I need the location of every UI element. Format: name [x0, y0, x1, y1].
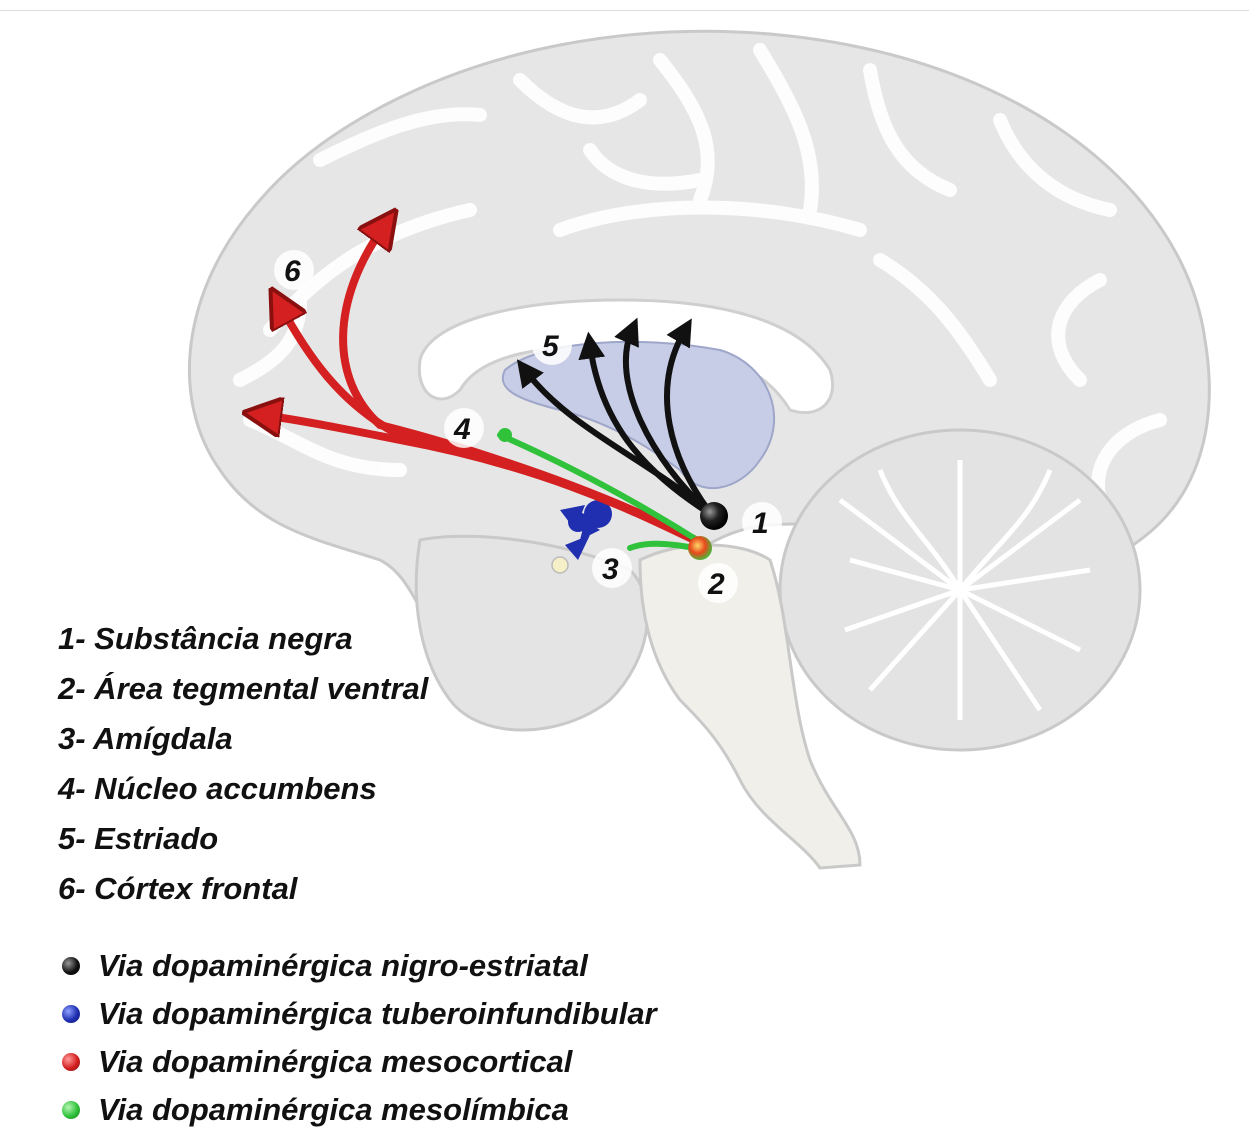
blue-dot-icon: [62, 1005, 80, 1023]
legend-pathway-nigrostriatal: Via dopaminérgica nigro-estriatal: [62, 942, 657, 990]
legend-structure-3: 3- Amígdala: [58, 714, 428, 764]
legend-structure-5: 5- Estriado: [58, 814, 428, 864]
black-dot-icon: [62, 957, 80, 975]
marker-2: 2: [698, 563, 738, 603]
svg-text:5: 5: [542, 330, 560, 363]
svg-text:1: 1: [752, 507, 769, 540]
legend-pathway-label: Via dopaminérgica nigro-estriatal: [98, 942, 588, 990]
green-dot-icon: [62, 1101, 80, 1119]
svg-text:4: 4: [453, 413, 471, 446]
vta-node: [688, 536, 712, 560]
legend-structure-6: 6- Córtex frontal: [58, 864, 428, 914]
legend-structure-4: 4- Núcleo accumbens: [58, 764, 428, 814]
marker-1: 1: [742, 502, 782, 542]
marker-3: 3: [592, 548, 632, 588]
legend-pathway-label: Via dopaminérgica tuberoinfundibular: [98, 990, 657, 1038]
legend-structure-2: 2- Área tegmental ventral: [58, 664, 428, 714]
accumbens-marker: [498, 428, 512, 442]
cerebellum: [780, 430, 1140, 750]
pathways-legend: Via dopaminérgica nigro-estriatal Via do…: [62, 942, 657, 1134]
legend-pathway-mesocortical: Via dopaminérgica mesocortical: [62, 1038, 657, 1086]
structures-legend: 1- Substância negra 2- Área tegmental ve…: [58, 614, 428, 914]
legend-pathway-label: Via dopaminérgica mesocortical: [98, 1038, 572, 1086]
marker-6: 6: [274, 250, 314, 290]
substantia-nigra-node: [700, 502, 728, 530]
svg-text:2: 2: [707, 568, 725, 601]
marker-5: 5: [532, 325, 572, 365]
legend-pathway-tuberoinfundibular: Via dopaminérgica tuberoinfundibular: [62, 990, 657, 1038]
red-dot-icon: [62, 1053, 80, 1071]
svg-text:3: 3: [602, 553, 619, 586]
legend-structure-1: 1- Substância negra: [58, 614, 428, 664]
svg-text:6: 6: [284, 255, 301, 288]
legend-pathway-mesolimbic: Via dopaminérgica mesolímbica: [62, 1086, 657, 1134]
legend-pathway-label: Via dopaminérgica mesolímbica: [98, 1086, 569, 1134]
marker-4: 4: [444, 408, 484, 448]
amygdala-marker: [552, 557, 568, 573]
